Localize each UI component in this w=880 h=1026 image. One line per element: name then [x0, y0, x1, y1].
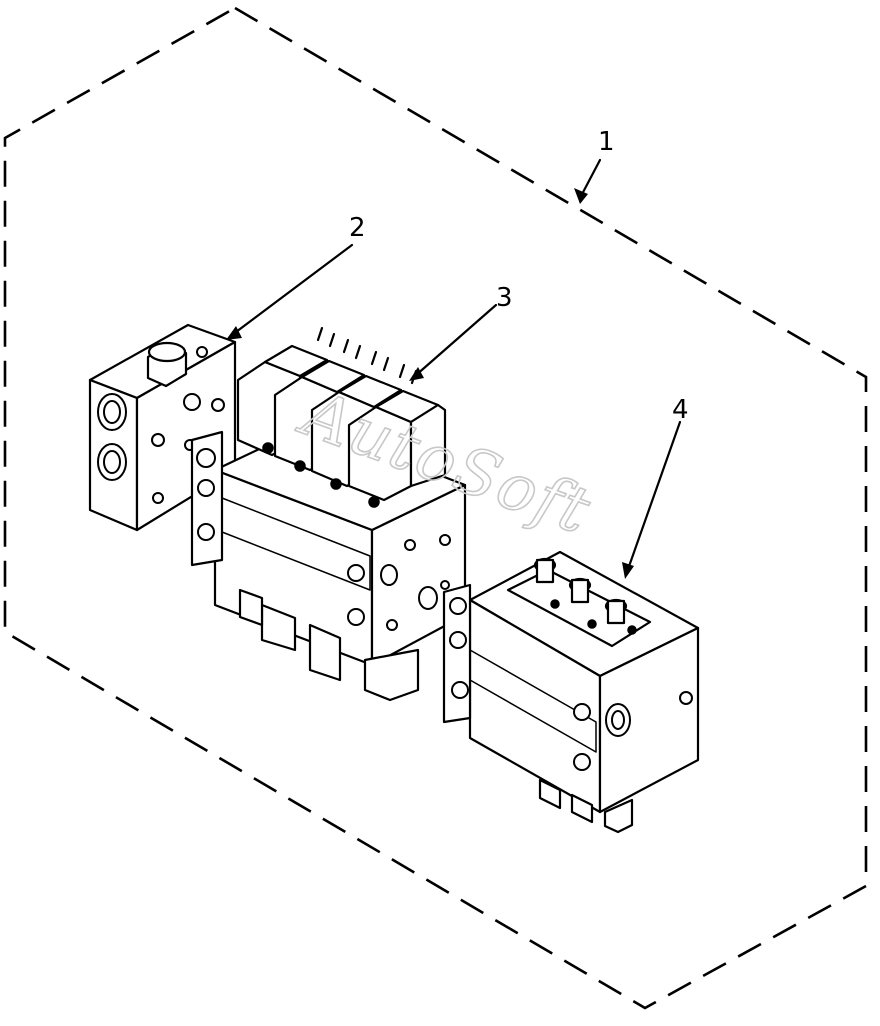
leader-lines: [226, 158, 682, 579]
assembly-boundary-dashed: [3, 6, 868, 1010]
part-2-end-block: [88, 323, 237, 532]
callout-3: 3: [496, 283, 513, 313]
part-4-terminal-block: [442, 550, 700, 834]
callout-4: 4: [672, 395, 689, 425]
callout-1: 1: [598, 127, 615, 157]
callout-2: 2: [349, 213, 366, 243]
part-3-valve-bank: [190, 326, 467, 702]
